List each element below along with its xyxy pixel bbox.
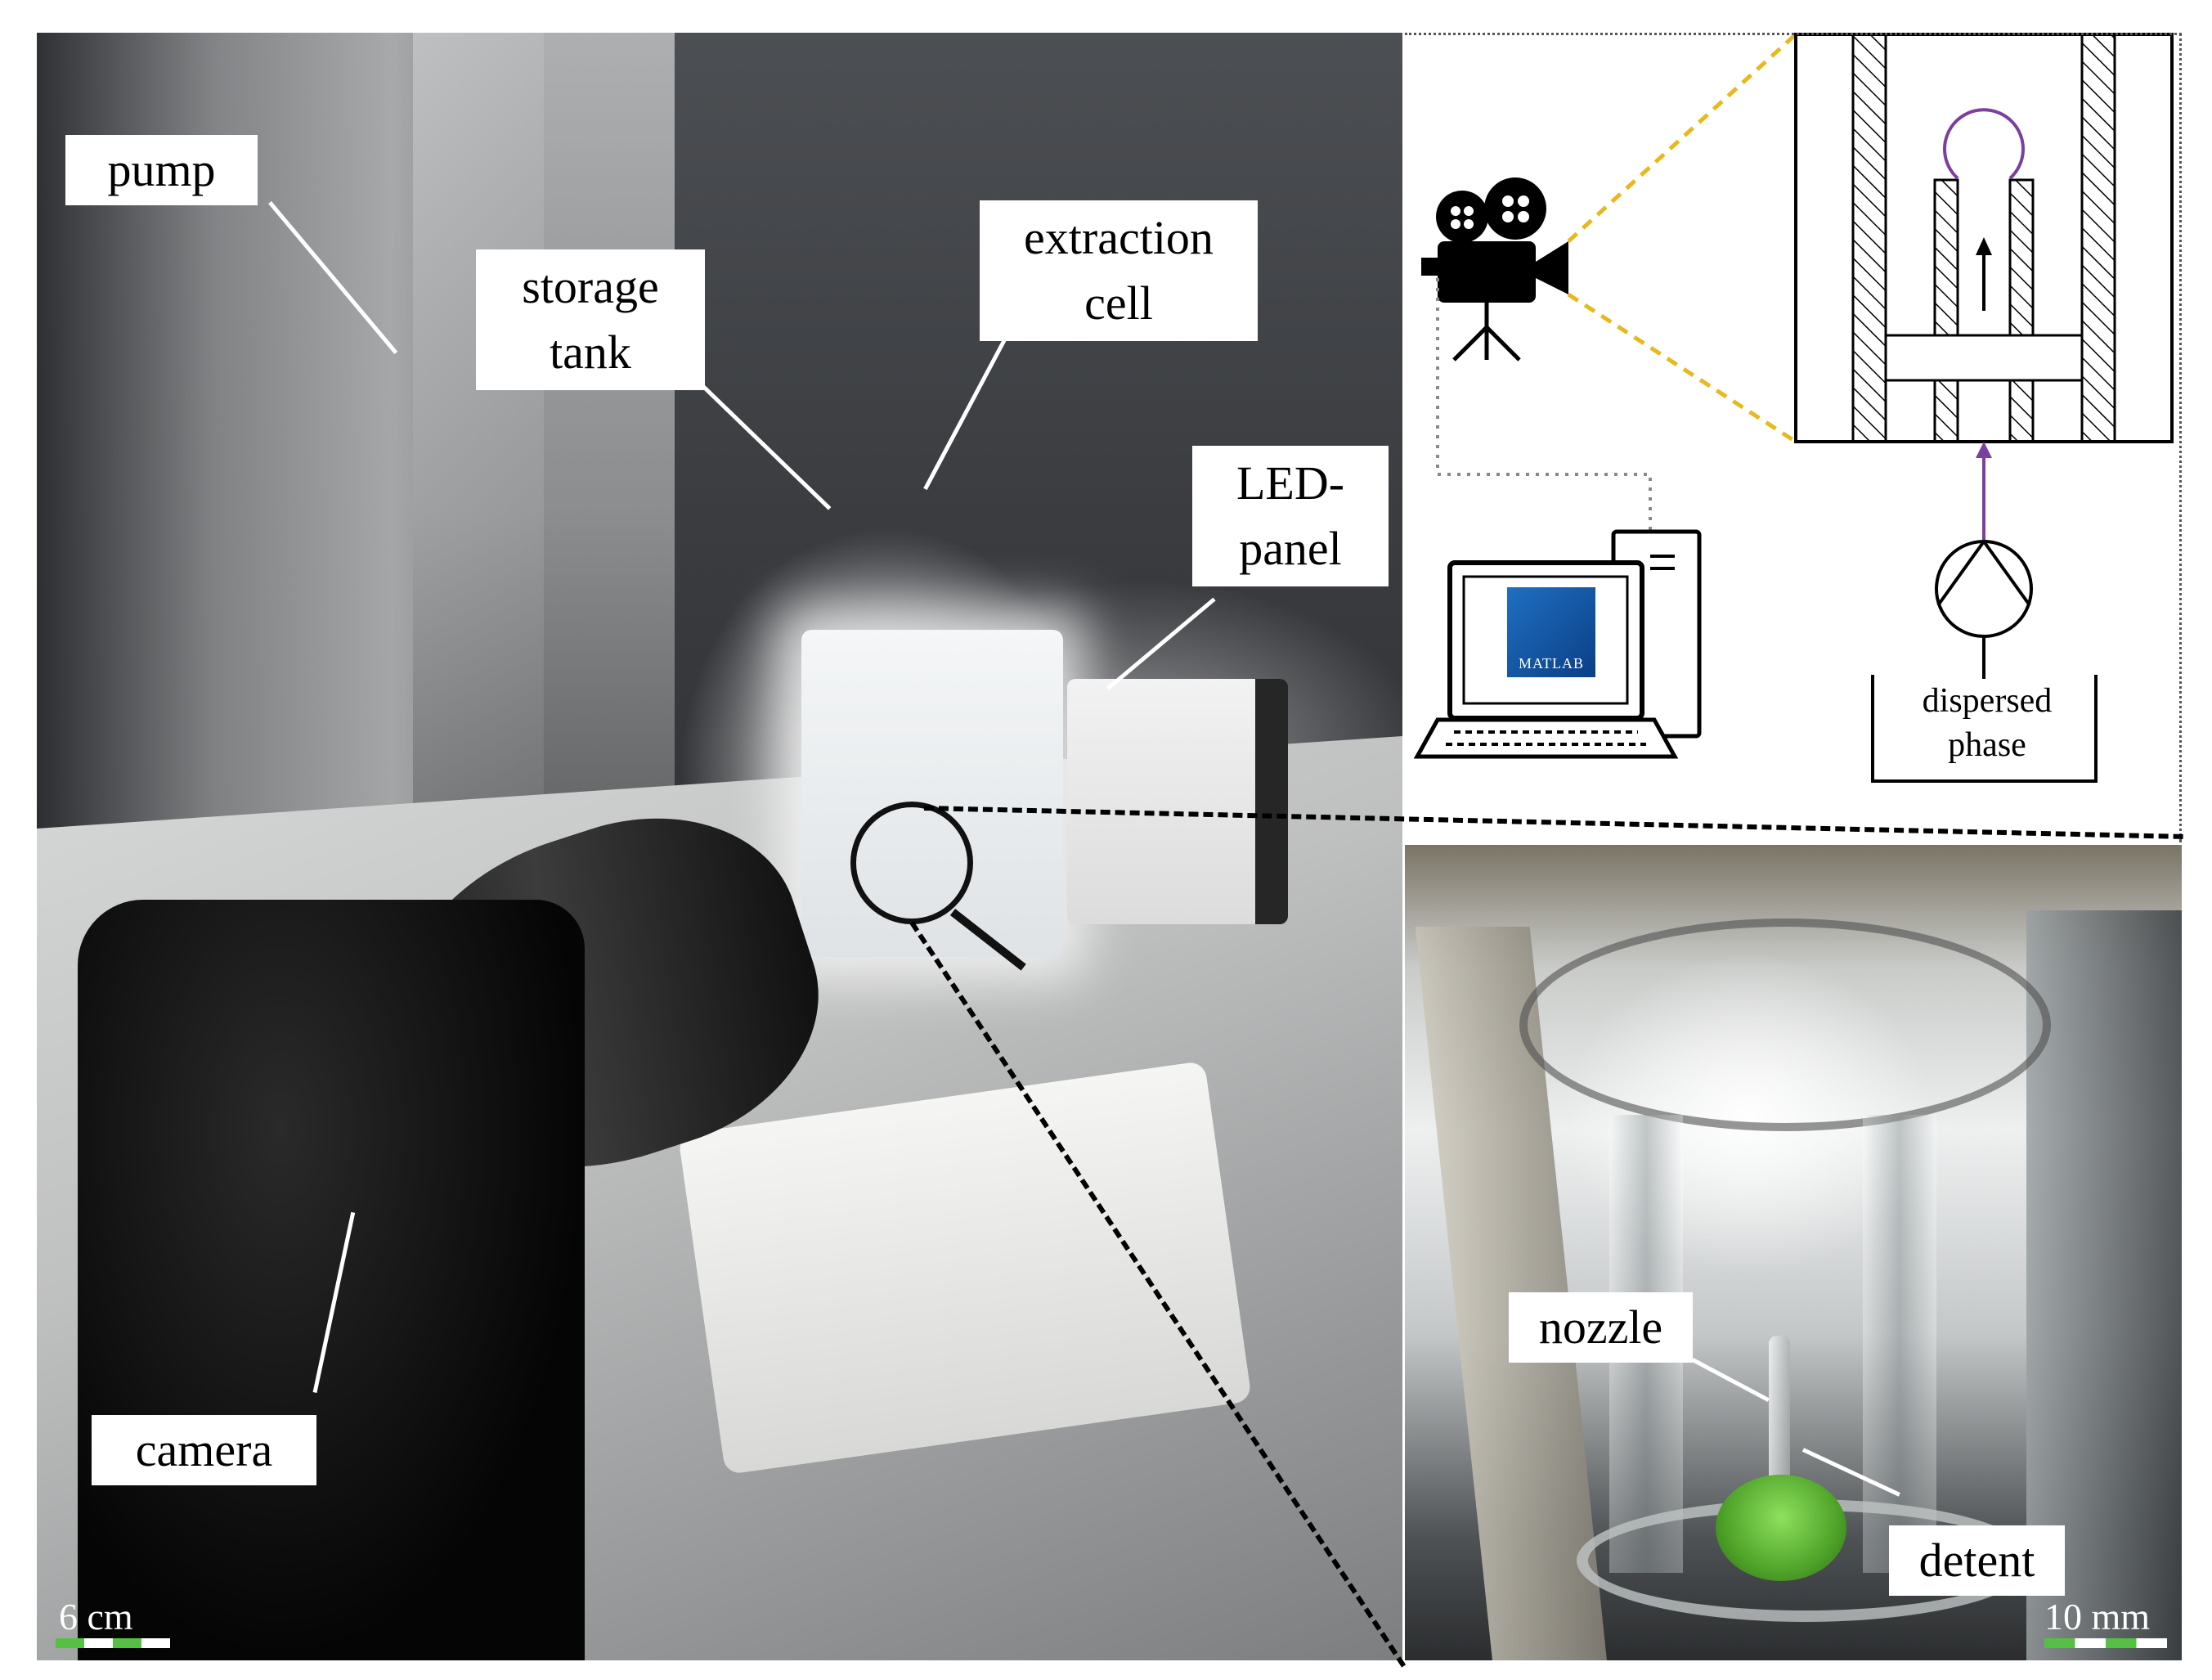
nozzle-tube-shape <box>1769 1336 1790 1499</box>
zoom-scalebar-text: 10 mm <box>2044 1596 2151 1637</box>
camera-body-shape <box>78 900 585 1660</box>
detent-label: detent <box>1889 1525 2065 1596</box>
instrument-shape <box>413 33 675 834</box>
nozzle-closeup-photo <box>1405 845 2182 1660</box>
led-panel-shape <box>1067 679 1288 924</box>
main-scalebar-bar <box>56 1638 170 1648</box>
towel-shape <box>677 1060 1253 1476</box>
extraction-cell-label: extraction cell <box>980 200 1258 341</box>
pump-label: pump <box>65 135 258 205</box>
video-camera-icon <box>1421 177 1568 362</box>
matlab-logo-icon <box>1507 587 1595 677</box>
schematic-border <box>1405 33 2182 842</box>
main-scalebar-text: 6 cm <box>59 1596 133 1637</box>
cell-channel <box>1863 1115 1936 1573</box>
magnifier-icon <box>850 802 973 924</box>
dispersed-phase-label: dispersed phase <box>1922 682 2053 764</box>
detent-shape <box>1716 1475 1846 1581</box>
nozzle-label: nozzle <box>1509 1292 1693 1363</box>
led-panel-label: LED- panel <box>1192 446 1389 586</box>
storage-tank-label: storage tank <box>476 249 705 390</box>
camera-label: camera <box>92 1415 316 1485</box>
cell-top-ring <box>1519 919 2051 1131</box>
zoom-scalebar-bar <box>2044 1638 2167 1648</box>
matlab-logo-text: MATLAB <box>1518 655 1584 672</box>
schematic-diagram <box>1413 33 2174 783</box>
